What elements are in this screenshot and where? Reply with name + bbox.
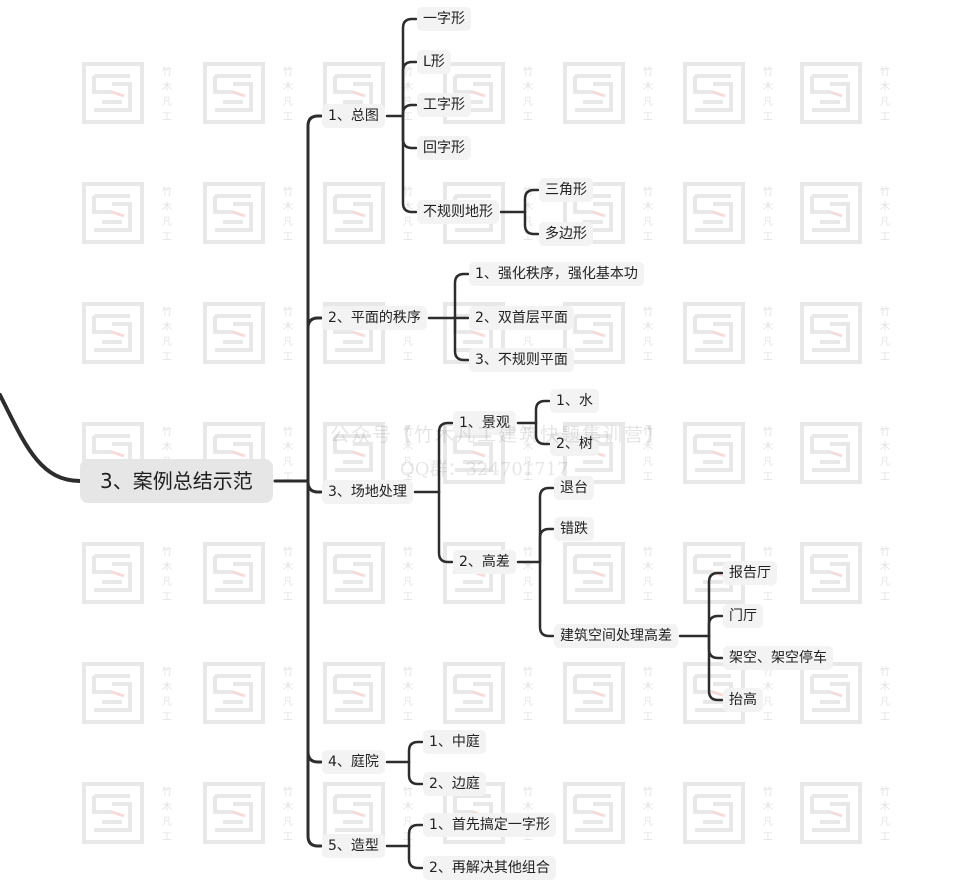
subtopic-2-2[interactable]: 2、双首层平面 [469,306,574,330]
subtopic-3-2-1[interactable]: 退台 [554,476,594,500]
subtopic-3-2-3-2[interactable]: 门厅 [723,604,763,628]
connector-line [401,60,418,118]
subtopic-3-2[interactable]: 2、高差 [453,550,516,574]
subtopic-2-1[interactable]: 1、强化秩序，强化基本功 [469,262,644,286]
connector-line [437,490,454,564]
connector-line [401,103,418,118]
subtopic-1-3[interactable]: 工字形 [417,93,471,117]
subtopic-3-2-3[interactable]: 建筑空间处理高差 [554,624,678,648]
connector-line [407,823,424,848]
subtopic-3-2-3-1[interactable]: 报告厅 [723,561,777,585]
connector-line [306,479,323,848]
connector-line [707,614,724,638]
connector-line [407,740,424,764]
branch-topic-5[interactable]: 5、造型 [322,834,385,858]
branch-topic-2[interactable]: 2、平面的秩序 [322,306,427,330]
subtopic-1-5[interactable]: 不规则地形 [417,200,499,224]
connector-line [453,316,470,362]
connector-line [538,527,555,564]
subtopic-5-2[interactable]: 2、再解决其他组合 [423,856,556,880]
subtopic-5-1[interactable]: 1、首先搞定一字形 [423,813,556,837]
branch-topic-4[interactable]: 4、庭院 [322,750,385,774]
connector-line [707,571,724,638]
connector-line [401,114,418,150]
connector-line [401,17,418,118]
subtopic-3-2-3-3[interactable]: 架空、架空停车 [723,646,833,670]
subtopic-1-2[interactable]: L形 [417,50,451,74]
subtopic-3-2-3-4[interactable]: 抬高 [723,688,763,712]
subtopic-2-3[interactable]: 3、不规则平面 [469,348,574,372]
connector-line [523,210,540,236]
connector-line [306,114,323,483]
branch-topic-3[interactable]: 3、场地处理 [322,480,413,504]
connector-line [707,634,724,702]
connector-line [437,421,454,494]
subtopic-4-2[interactable]: 2、边庭 [423,772,486,796]
subtopic-3-2-2[interactable]: 错跌 [554,517,594,541]
connector-line [453,272,470,320]
connector-line [407,844,424,870]
subtopic-4-1[interactable]: 1、中庭 [423,730,486,754]
subtopic-1-5-2[interactable]: 多边形 [539,222,593,246]
subtopic-3-1-2[interactable]: 2、树 [550,432,599,456]
connector-line [538,560,555,638]
root-topic[interactable]: 3、案例总结示范 [80,459,273,503]
connector-line [534,421,551,446]
subtopic-1-1[interactable]: 一字形 [417,7,471,31]
subtopic-3-1-1[interactable]: 1、水 [550,389,599,413]
connector-line [707,634,724,660]
connector-line [306,479,323,494]
connector-line [523,188,540,214]
connector-line [306,316,323,483]
subtopic-1-4[interactable]: 回字形 [417,136,471,160]
connector-line [538,486,555,564]
connector-line [306,479,323,764]
connector-line [401,114,418,214]
connector-line [534,399,551,425]
subtopic-1-5-1[interactable]: 三角形 [539,178,593,202]
connector-line [407,760,424,786]
connector-line [0,393,82,483]
branch-topic-1[interactable]: 1、总图 [322,104,385,128]
subtopic-3-1[interactable]: 1、景观 [453,411,516,435]
